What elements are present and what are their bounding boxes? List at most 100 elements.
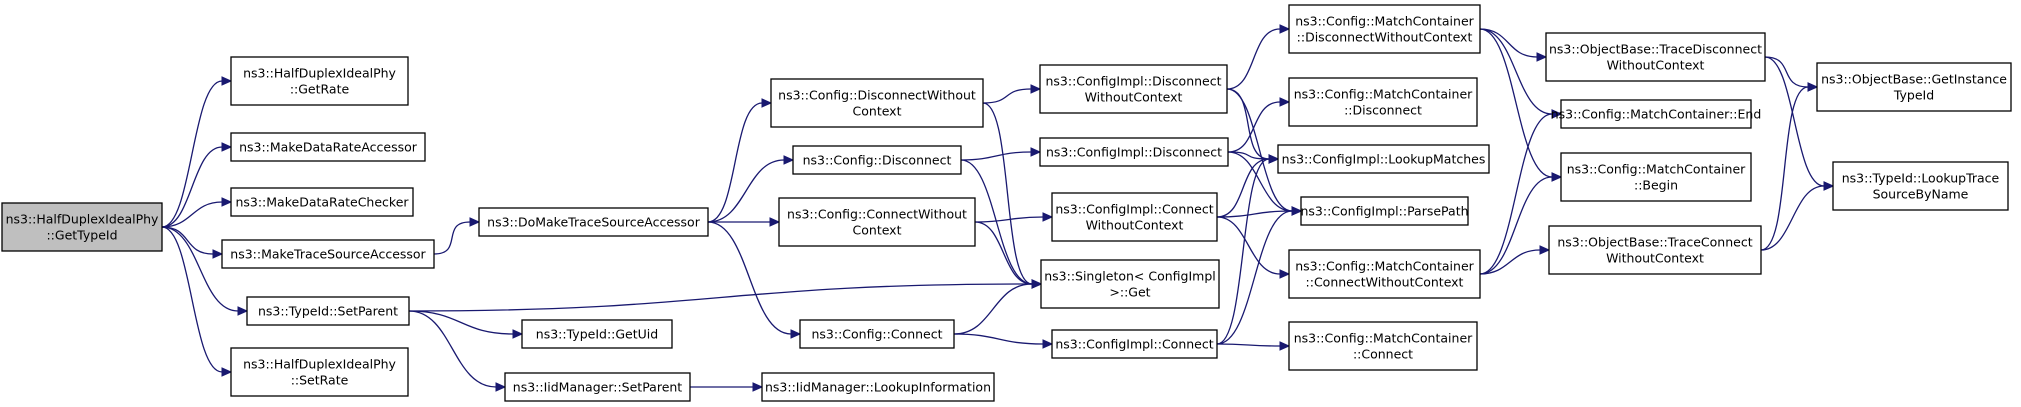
edge-line xyxy=(1760,86,1809,251)
edge-line xyxy=(982,88,1032,104)
node-box xyxy=(230,347,409,397)
node-label: Context xyxy=(853,223,902,238)
node-label: ::Connect xyxy=(1353,347,1413,362)
node-getrate[interactable]: ns3::HalfDuplexIdealPhy::GetRate xyxy=(230,56,409,106)
edge-line xyxy=(982,102,1033,285)
node-setparent[interactable]: ns3::TypeId::SetParent xyxy=(246,296,410,326)
node-impldiscwoc[interactable]: ns3::ConfigImpl::DisconnectWithoutContex… xyxy=(1039,64,1228,114)
node-mcconn[interactable]: ns3::Config::MatchContainer::Connect xyxy=(1288,321,1478,371)
node-mkdataacc[interactable]: ns3::MakeDataRateAccessor xyxy=(230,132,426,162)
node-singleton[interactable]: ns3::Singleton< ConfigImpl >::Get xyxy=(1040,259,1220,309)
node-box xyxy=(521,319,673,349)
edge-setparent-to-singleton xyxy=(408,279,1043,312)
edge-line xyxy=(707,159,785,223)
node-impldisc[interactable]: ns3::ConfigImpl::Disconnect xyxy=(1039,137,1229,167)
edge-line xyxy=(161,201,223,228)
node-box xyxy=(230,132,426,162)
node-implconn[interactable]: ns3::ConfigImpl::Connect xyxy=(1051,329,1218,359)
node-box xyxy=(1832,161,2009,211)
node-obtracediscwoc[interactable]: ns3::ObjectBase::TraceDisconnectWithoutC… xyxy=(1545,32,1766,82)
edge-cfgdiscwoc-to-singleton xyxy=(982,102,1043,289)
arrowhead-icon xyxy=(1042,339,1054,349)
node-box xyxy=(799,319,955,349)
node-mktraceacc[interactable]: ns3::MakeTraceSourceAccessor xyxy=(221,239,435,269)
edge-line xyxy=(408,310,514,335)
node-label: SourceByName xyxy=(1873,187,1969,202)
node-label: ::ConnectWithoutContext xyxy=(1306,275,1464,290)
node-domake[interactable]: ns3::DoMakeTraceSourceAccessor xyxy=(478,207,709,237)
node-lookupmatches[interactable]: ns3::ConfigImpl::LookupMatches xyxy=(1277,144,1490,174)
node-parsepath[interactable]: ns3::ConfigImpl::ParsePath xyxy=(1300,196,1469,226)
edge-root-to-setrate xyxy=(161,226,233,377)
node-implconnwoc[interactable]: ns3::ConfigImpl::ConnectWithoutContext xyxy=(1051,192,1218,242)
node-obtraceconnwoc[interactable]: ns3::ObjectBase::TraceConnectWithoutCont… xyxy=(1548,225,1762,275)
node-mcconnwoc[interactable]: ns3::Config::MatchContainer::ConnectWith… xyxy=(1288,249,1481,299)
arrowhead-icon xyxy=(1551,172,1563,182)
node-getuid[interactable]: ns3::TypeId::GetUid xyxy=(521,319,673,349)
edge-mktraceacc-to-domake xyxy=(433,217,481,255)
node-label: ns3::MakeDataRateAccessor xyxy=(239,140,418,155)
edge-mcconnwoc-to-mcbegin xyxy=(1479,172,1563,275)
edge-cfgconn-to-singleton xyxy=(953,279,1043,335)
arrowhead-icon xyxy=(1539,245,1551,255)
node-mcdisc[interactable]: ns3::Config::MatchContainer::Disconnect xyxy=(1288,77,1478,127)
arrowhead-icon xyxy=(469,217,481,227)
node-mkdatachk[interactable]: ns3::MakeDataRateChecker xyxy=(230,187,414,217)
edge-line xyxy=(953,333,1044,345)
node-box xyxy=(1548,225,1762,275)
edge-line xyxy=(161,226,239,312)
node-cfgdiscwoc[interactable]: ns3::Config::DisconnectWithoutContext xyxy=(770,78,984,128)
node-box xyxy=(1300,196,1469,226)
node-label: ns3::Config::Disconnect xyxy=(803,153,952,168)
edge-line xyxy=(1216,158,1270,218)
edge-line xyxy=(1479,28,1553,115)
node-label: ns3::Config::MatchContainer::End xyxy=(1551,107,1762,122)
node-cfgconnwoc[interactable]: ns3::Config::ConnectWithoutContext xyxy=(778,197,976,247)
node-label: ns3::ConfigImpl::LookupMatches xyxy=(1282,152,1486,167)
arrowhead-icon xyxy=(221,197,233,207)
node-box xyxy=(1040,259,1220,309)
arrowhead-icon xyxy=(1536,52,1548,62)
node-setrate[interactable]: ns3::HalfDuplexIdealPhy::SetRate xyxy=(230,347,409,397)
arrowhead-icon xyxy=(1030,84,1042,94)
node-mcend[interactable]: ns3::Config::MatchContainer::End xyxy=(1551,99,1762,129)
edge-cfgconnwoc-to-implconnwoc xyxy=(974,212,1054,223)
edge-implconnwoc-to-mcconnwoc xyxy=(1216,216,1291,279)
edge-implconn-to-lookupmatches xyxy=(1216,154,1280,345)
node-label: ns3::ConfigImpl::Disconnect xyxy=(1046,145,1222,160)
arrowhead-icon xyxy=(1823,181,1835,191)
edge-line xyxy=(433,221,471,255)
node-box xyxy=(246,296,410,326)
node-lookupinfo[interactable]: ns3::IidManager::LookupInformation xyxy=(761,372,995,402)
node-box xyxy=(504,372,691,402)
arrowhead-icon xyxy=(212,249,224,259)
node-label: ns3::TypeId::SetParent xyxy=(258,304,398,319)
edge-obtraceconnwoc-to-lookuptrace xyxy=(1760,181,1835,251)
node-label: ::SetRate xyxy=(291,373,349,388)
node-box xyxy=(478,207,709,237)
edge-implconn-to-parsepath xyxy=(1216,206,1303,345)
arrowhead-icon xyxy=(1279,97,1291,107)
edge-line xyxy=(1216,210,1293,218)
node-mcdiscwoc[interactable]: ns3::Config::MatchContainer::DisconnectW… xyxy=(1288,4,1481,54)
node-label: ns3::Config::MatchContainer xyxy=(1294,331,1473,346)
edge-line xyxy=(408,283,1033,312)
node-box xyxy=(1288,321,1478,371)
node-label: ::GetRate xyxy=(290,82,350,97)
node-label: ns3::Config::MatchContainer xyxy=(1294,87,1473,102)
node-cfgconn[interactable]: ns3::Config::Connect xyxy=(799,319,955,349)
edge-line xyxy=(974,216,1044,223)
edge-root-to-setparent xyxy=(161,226,249,316)
arrowhead-icon xyxy=(221,76,233,86)
node-root[interactable]: ns3::HalfDuplexIdealPhy::GetTypeId xyxy=(1,202,163,252)
edge-impldiscwoc-to-mcdiscwoc xyxy=(1226,24,1291,90)
node-mcbegin[interactable]: ns3::Config::MatchContainer::Begin xyxy=(1560,152,1752,202)
arrowhead-icon xyxy=(1279,341,1291,351)
edge-line xyxy=(1226,88,1293,212)
call-graph-edges xyxy=(161,24,1835,392)
node-iidsetparent[interactable]: ns3::IidManager::SetParent xyxy=(504,372,691,402)
node-cfgdisc[interactable]: ns3::Config::Disconnect xyxy=(792,145,962,175)
